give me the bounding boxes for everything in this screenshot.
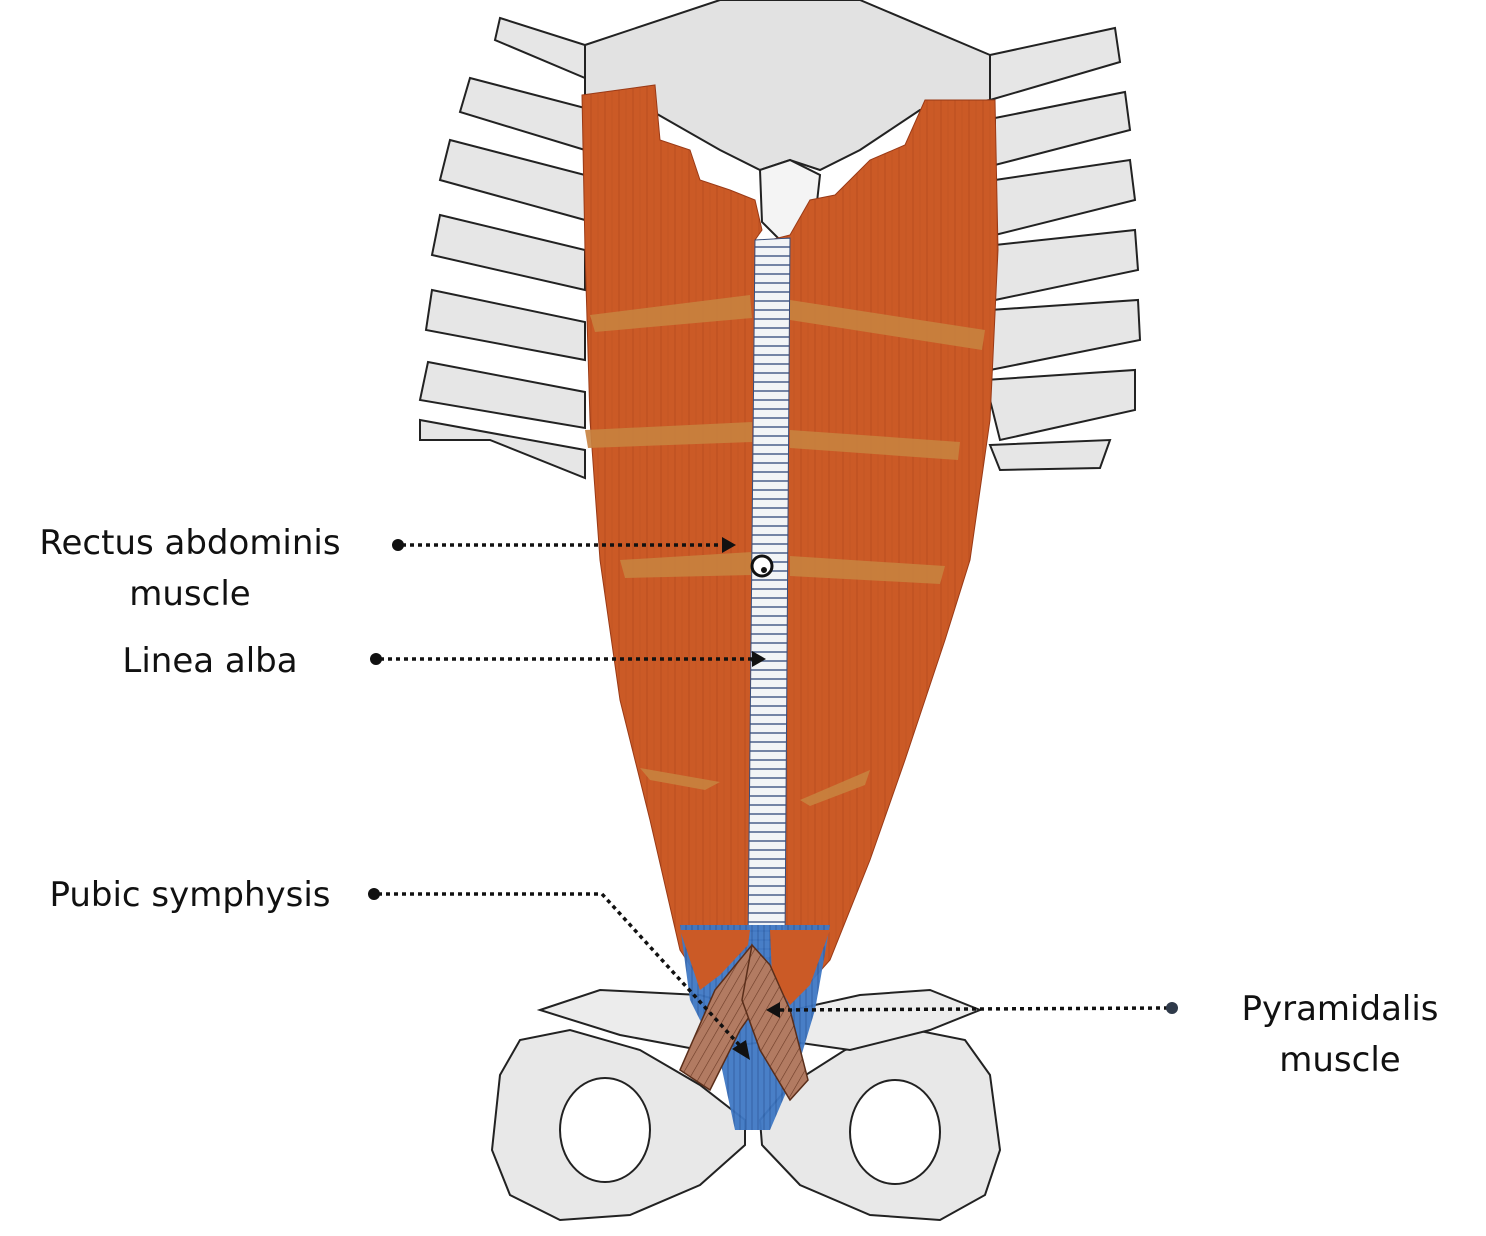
label-linea-line1: Linea alba [90,636,330,687]
label-pyramidalis-line2: muscle [1210,1035,1470,1086]
umbilicus [752,556,772,576]
label-pubic-symphysis: Pubic symphysis [25,870,355,921]
label-rectus-line2: muscle [10,569,370,620]
left-rectus-muscle [582,85,762,980]
right-ribs [985,28,1140,470]
label-pyramidalis: Pyramidalis muscle [1210,984,1470,1086]
label-rectus-line1: Rectus abdominis [10,518,370,569]
right-rectus-muscle [770,100,998,1005]
left-ribs [420,18,585,478]
label-rectus-abdominis: Rectus abdominis muscle [10,518,370,620]
label-linea-alba: Linea alba [90,636,330,687]
label-pyramidalis-line1: Pyramidalis [1210,984,1470,1035]
linea-alba [748,238,790,960]
label-pubic-line1: Pubic symphysis [25,870,355,921]
pyramidalis-leader [780,1008,1168,1010]
